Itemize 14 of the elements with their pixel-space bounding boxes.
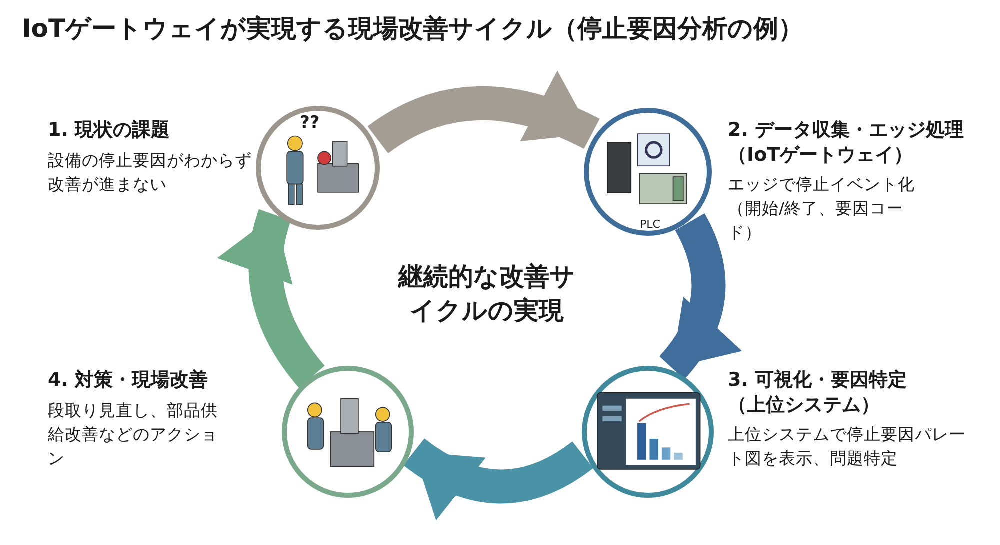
step-description: 上位システムで停止要因パレート図を表示、問題特定 <box>728 424 967 470</box>
step-heading: 1. 現状の課題 <box>48 118 172 143</box>
question-marks: ?? <box>300 112 320 135</box>
center-caption: 継続的な改善サイクルの実現 <box>397 261 576 327</box>
step-description: 段取り見直し、部品供給改善などのアクション <box>48 400 219 470</box>
step-heading: 3. 可視化・要因特定（上位システム） <box>728 368 908 418</box>
step-heading: 4. 対策・現場改善 <box>48 368 210 393</box>
cycle-arrow <box>219 210 326 388</box>
device-label: PLC <box>640 218 660 233</box>
step-description: エッジで停止イベント化（開始/終了、要因コード） <box>728 174 916 244</box>
step-description: 設備の停止要因がわからず改善が進まない <box>48 150 253 196</box>
step-heading: 2. データ収集・エッジ処理（IoTゲートウェイ） <box>728 118 966 168</box>
cycle-arrow <box>659 214 742 380</box>
title: IoTゲートウェイが実現する現場改善サイクル（停止要因分析の例） <box>22 13 804 45</box>
